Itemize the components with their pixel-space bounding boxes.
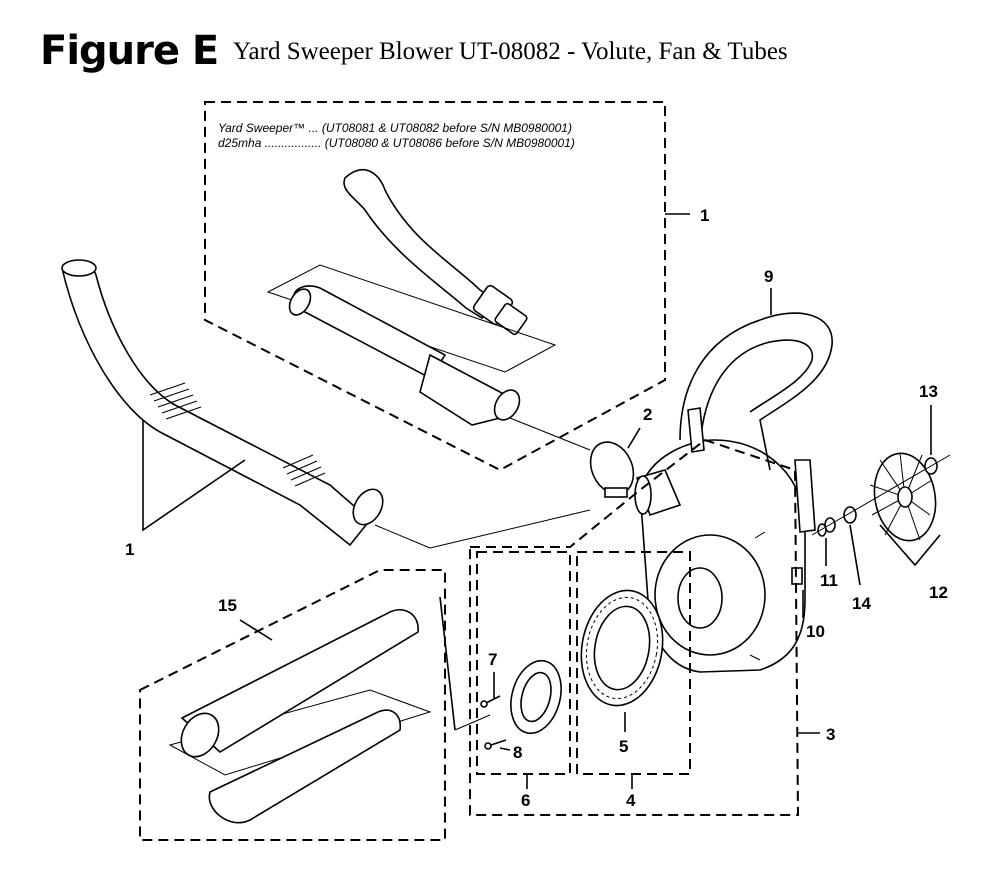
callout-7: 7 [488, 650, 497, 669]
fan-axis-line [811, 454, 951, 536]
straight-tube-mouth [493, 389, 521, 421]
inlet-cover-group-box [476, 551, 571, 775]
nozzle-guide-line-2 [454, 714, 491, 731]
impeller-fan [869, 452, 937, 542]
callout-12: 12 [929, 583, 948, 602]
callout-9: 9 [764, 267, 773, 286]
straight-nozzle-tube [180, 608, 419, 753]
callout-2: 2 [643, 405, 652, 424]
strap-buckle [687, 407, 705, 453]
callout-4: 4 [626, 791, 636, 810]
nozzle-backplate [168, 689, 432, 776]
fan-spacer-2 [817, 523, 827, 537]
callout-6: 6 [521, 791, 530, 810]
callout-14: 14 [852, 594, 871, 613]
nozzle-guide-line [439, 596, 456, 731]
volute-outlet-mouth [634, 475, 652, 515]
volute-inlet [677, 567, 723, 629]
volute-bolt [754, 531, 766, 539]
inlet-ring-hole [520, 671, 552, 723]
model-note-line2: d25mha ................. (UT08080 & UT08… [218, 136, 575, 150]
callout-5: 5 [619, 737, 628, 756]
hose-clamp-screw [604, 487, 628, 498]
long-flex-tube-top-end [61, 259, 97, 277]
straight-tube-upper-end [288, 288, 312, 316]
tube-to-clamp-line [509, 417, 591, 451]
leader-8 [499, 747, 511, 751]
screw-8-head [484, 742, 492, 750]
shoulder-strap [679, 312, 833, 471]
inlet-grille-fins [585, 596, 659, 700]
model-note-line1: Yard Sweeper™ ... (UT08081 & UT08082 bef… [218, 121, 572, 135]
leader-1-left [142, 420, 246, 532]
callout-3: 3 [826, 725, 835, 744]
straight-nozzle-mouth [180, 712, 220, 758]
leader-12 [879, 524, 941, 567]
callout-11: 11 [820, 571, 838, 590]
flat-nozzle [208, 709, 402, 824]
callout-8: 8 [513, 743, 522, 762]
nozzle-group-box [139, 569, 446, 841]
leader-14 [849, 524, 861, 586]
volute-group-box [469, 438, 800, 816]
volute-tab [791, 567, 803, 585]
callout-1-top: 1 [700, 206, 709, 225]
callout-13: 13 [919, 382, 938, 401]
leader-2 [627, 427, 641, 449]
callout-15: 15 [218, 596, 237, 615]
callout-1-left: 1 [125, 540, 134, 559]
inlet-grille-group-box [576, 551, 691, 775]
screw-7-head [480, 700, 488, 708]
tube-group-box-top [204, 101, 666, 472]
short-curved-tube [343, 169, 497, 320]
volute-bolt-2 [749, 654, 761, 661]
figure-subtitle: Yard Sweeper Blower UT-08082 - Volute, F… [233, 38, 788, 65]
inlet-grille-center [593, 605, 651, 691]
figure-heading: Figure E [40, 28, 219, 74]
flex-tube-guide-line [374, 524, 431, 549]
long-flex-tube-mouth [352, 488, 384, 526]
flex-tube-guide-line-2 [429, 509, 591, 549]
strap-pad [794, 459, 816, 533]
flex-tube-ribs-1 [149, 382, 202, 420]
callout-10: 10 [806, 622, 825, 641]
leader-15 [239, 619, 273, 641]
flex-tube-ribs-2 [282, 454, 326, 487]
